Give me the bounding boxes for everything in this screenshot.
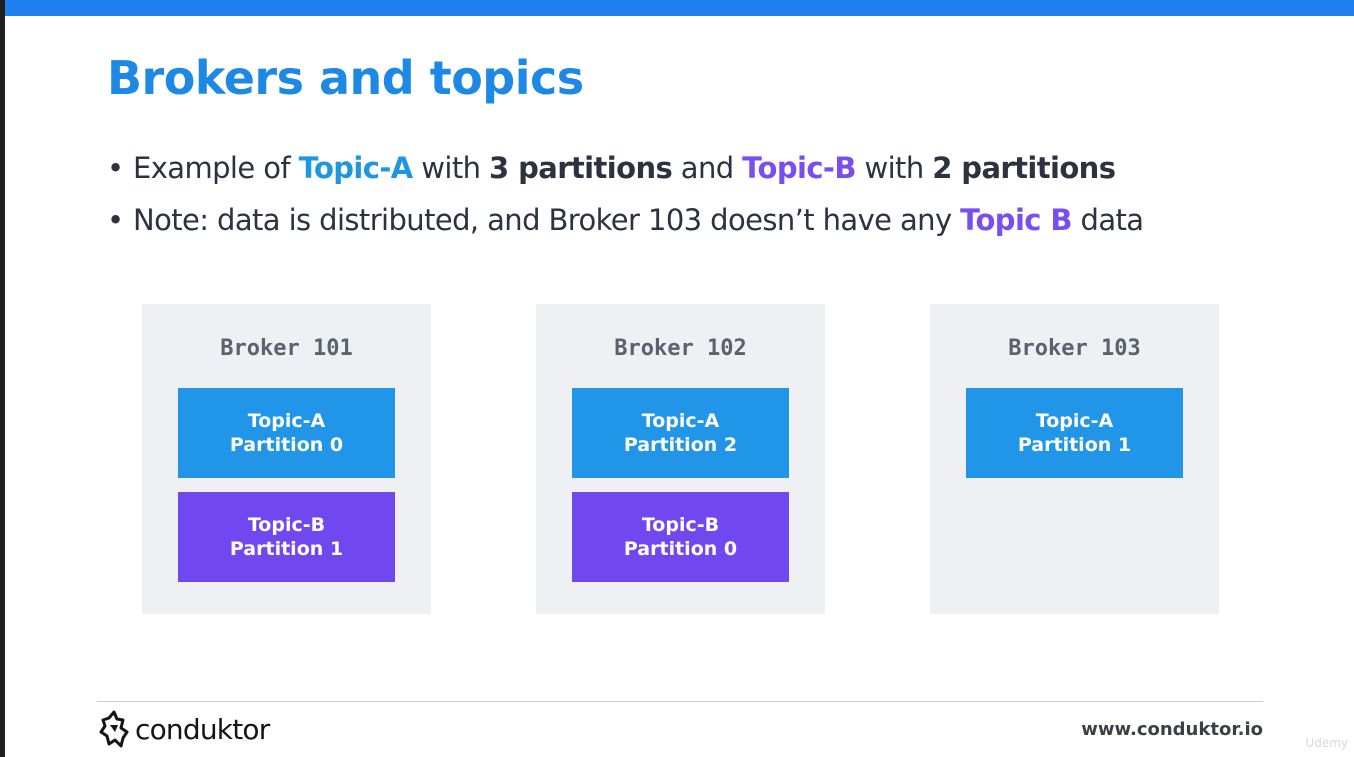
broker-label: Broker 101: [220, 336, 353, 361]
partition-number: Partition 1: [229, 538, 344, 560]
partition-box-topic-a: Topic-A Partition 2: [572, 388, 789, 478]
partition-topic: Topic-B: [641, 514, 720, 536]
partition-number: Partition 2: [623, 434, 738, 456]
partition-box-topic-a: Topic-A Partition 1: [966, 388, 1183, 478]
partition-count-b: 2 partitions: [932, 151, 1116, 185]
broker-label: Broker 103: [1008, 336, 1141, 361]
bullet-text: Note: data is distributed, and Broker 10…: [133, 203, 961, 237]
slide-title: Brokers and topics: [107, 51, 584, 105]
topic-b-term: Topic-B: [742, 151, 856, 185]
bullet-text: and: [672, 151, 743, 185]
footer-divider: [97, 701, 1263, 702]
conduktor-logo-icon: [99, 710, 129, 748]
partition-topic: Topic-A: [1035, 410, 1114, 432]
topic-a-term: Topic-A: [298, 151, 414, 185]
bullet-item-example: • Example of Topic-A with 3 partitions an…: [107, 146, 1143, 198]
bullet-text: Example of: [133, 151, 299, 185]
partition-box-topic-a: Topic-A Partition 0: [178, 388, 395, 478]
bullet-dot: •: [107, 203, 124, 237]
bullet-item-note: • Note: data is distributed, and Broker 1…: [107, 198, 1145, 250]
partition-box-topic-b: Topic-B Partition 0: [572, 492, 789, 582]
broker-box-103: Broker 103 Topic-A Partition 1: [930, 304, 1219, 614]
partition-topic: Topic-A: [641, 410, 720, 432]
logo-wordmark: conduktor: [135, 712, 270, 746]
broker-box-102: Broker 102 Topic-A Partition 2 Topic-B P…: [536, 304, 825, 614]
partition-number: Partition 0: [623, 538, 738, 560]
left-edge-border: [0, 0, 5, 757]
footer-url: www.conduktor.io: [1081, 719, 1263, 740]
bullet-text: with: [412, 151, 490, 185]
udemy-watermark: Udemy: [1305, 736, 1348, 750]
broker-box-101: Broker 101 Topic-A Partition 0 Topic-B P…: [142, 304, 431, 614]
bullet-text: with: [855, 151, 933, 185]
top-accent-bar: [5, 0, 1354, 16]
partition-count-a: 3 partitions: [489, 151, 673, 185]
bullet-text: data: [1071, 203, 1145, 237]
partition-number: Partition 0: [229, 434, 344, 456]
conduktor-logo: conduktor: [99, 710, 270, 748]
partition-box-topic-b: Topic-B Partition 1: [178, 492, 395, 582]
topic-b-term: Topic B: [960, 203, 1072, 237]
bullet-dot: •: [107, 151, 124, 185]
partition-number: Partition 1: [1017, 434, 1132, 456]
broker-label: Broker 102: [614, 336, 747, 361]
bullet-list: • Example of Topic-A with 3 partitions an…: [107, 146, 1145, 250]
partition-topic: Topic-B: [247, 514, 326, 536]
partition-topic: Topic-A: [247, 410, 326, 432]
